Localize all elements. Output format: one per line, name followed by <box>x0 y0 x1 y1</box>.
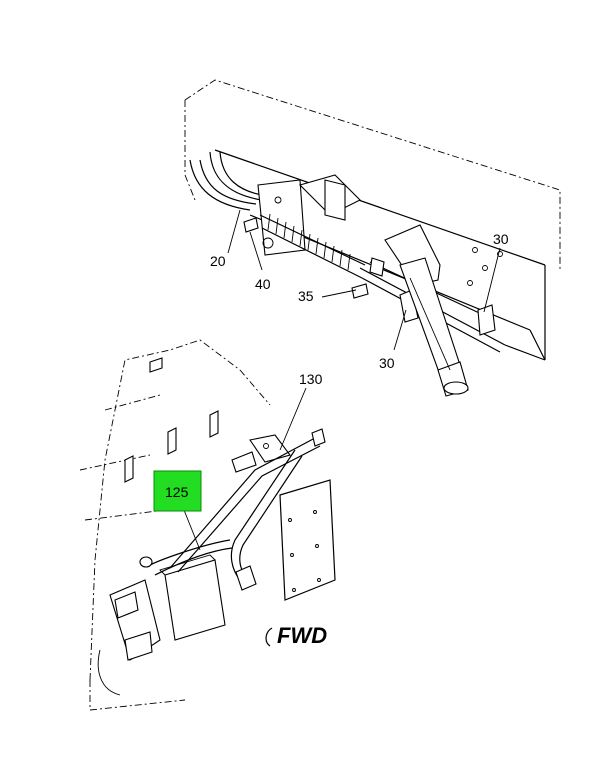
tube-pair-upper <box>189 151 269 211</box>
engine-block <box>79 339 271 711</box>
fwd-direction-indicator: FWD <box>265 623 327 648</box>
cylinder-assembly <box>384 224 469 397</box>
callout-125[interactable]: 125 <box>165 484 189 500</box>
cab-panel <box>279 479 336 601</box>
callout-35: 35 <box>298 288 314 304</box>
fwd-label: FWD <box>277 623 327 648</box>
tube-assembly-125 <box>139 428 326 591</box>
leader-lines <box>183 209 501 551</box>
mounting-bracket-lower <box>231 434 291 473</box>
callout-30-right: 30 <box>493 231 509 247</box>
clip-40 <box>243 217 259 233</box>
frame-rail <box>184 79 561 361</box>
clip-35 <box>351 257 385 299</box>
callout-40: 40 <box>255 276 271 292</box>
callout-125-highlight[interactable] <box>153 470 202 512</box>
callout-130: 130 <box>299 371 323 387</box>
control-module <box>159 554 226 641</box>
callout-30-middle: 30 <box>379 355 395 371</box>
mounting-bracket-upper <box>257 174 361 256</box>
callout-20: 20 <box>210 253 226 269</box>
clamp-30-right <box>477 304 496 336</box>
actuator-lower-left <box>97 579 161 696</box>
coiled-hose <box>259 213 366 279</box>
